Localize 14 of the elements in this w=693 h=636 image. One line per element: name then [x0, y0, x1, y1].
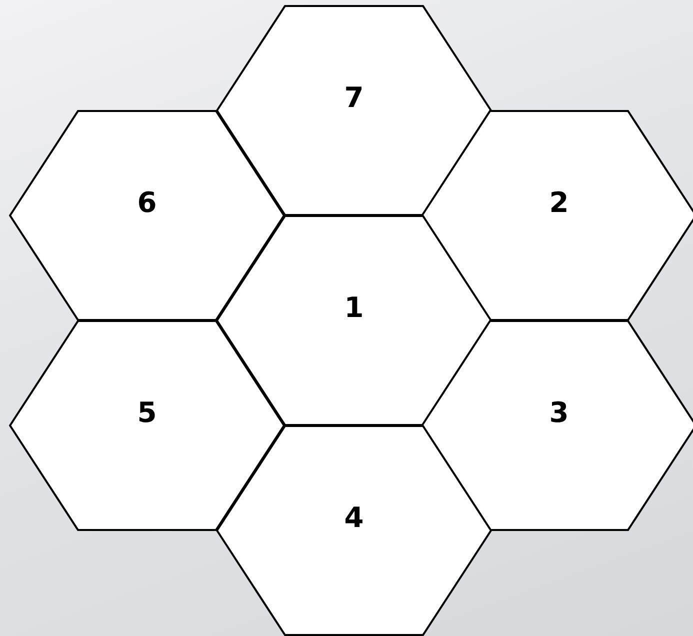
hexagon-number: 6: [137, 188, 157, 217]
hexagon-number: 1: [344, 294, 364, 322]
hexagon: [216, 5, 492, 216]
hexagon-number: 7: [344, 84, 364, 112]
hexagon: [216, 215, 492, 426]
hexagon: [9, 110, 285, 321]
hexagon-number: 5: [137, 398, 157, 427]
hexagon: [421, 320, 693, 531]
hexagon-number: 2: [549, 188, 569, 217]
hexagon-number: 4: [344, 504, 364, 532]
hexagon: [9, 320, 285, 531]
hexagon-number: 3: [549, 398, 569, 427]
hexagon: [216, 425, 492, 636]
hexagon: [421, 110, 693, 321]
